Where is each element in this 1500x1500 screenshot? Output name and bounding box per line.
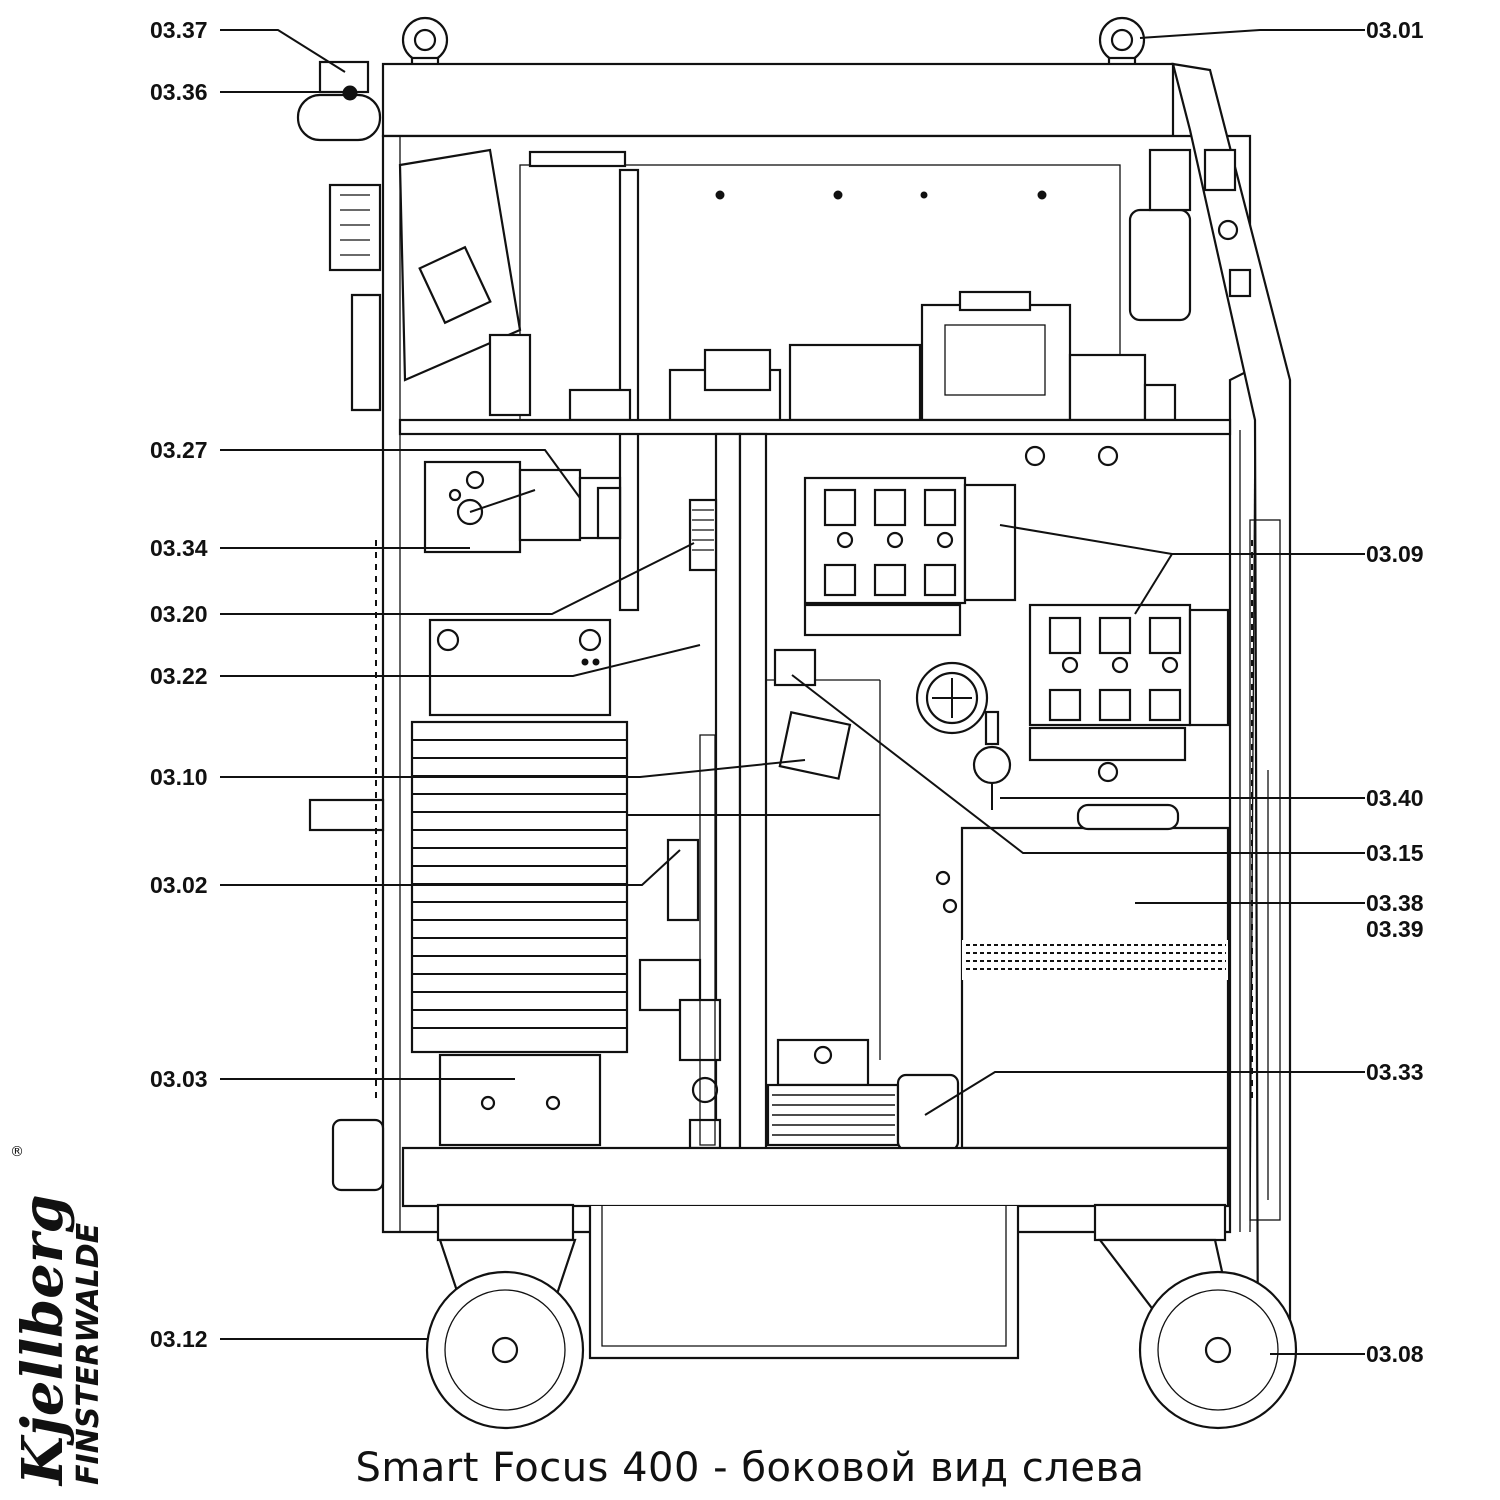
callouts-right: 03.01 03.09 03.40 03.15 03.38 03.39 03.3… bbox=[1366, 17, 1424, 1367]
kjellberg-logo: Kjellberg FINSTERWALDE ® bbox=[10, 1144, 106, 1487]
registered-mark: ® bbox=[10, 1144, 24, 1160]
middle-shelf bbox=[398, 418, 1232, 436]
callout-03-37: 03.37 bbox=[150, 17, 208, 43]
callouts-left: 03.37 03.36 03.27 03.34 03.20 03.22 03.1… bbox=[150, 17, 208, 1352]
leader-lines bbox=[220, 29, 1365, 1355]
transformer-base bbox=[438, 1053, 602, 1147]
logo-location: FINSTERWALDE bbox=[71, 1222, 106, 1485]
callout-03-38: 03.38 bbox=[1366, 890, 1424, 916]
callout-03-03: 03.03 bbox=[150, 1066, 208, 1092]
coolant-tank bbox=[960, 826, 1230, 1150]
transformer-top bbox=[920, 303, 1072, 422]
flow-switch bbox=[972, 745, 1012, 785]
wheel-front bbox=[1093, 1203, 1298, 1430]
callout-03-36: 03.36 bbox=[150, 79, 208, 105]
bottom-frame bbox=[401, 1146, 1230, 1208]
callout-03-33: 03.33 bbox=[1366, 1059, 1424, 1085]
callout-03-34: 03.34 bbox=[150, 535, 208, 561]
lifting-eye-left bbox=[401, 16, 449, 68]
machine-drawing bbox=[296, 16, 1298, 1430]
logo-brand: Kjellberg bbox=[10, 1194, 76, 1487]
callout-03-22: 03.22 bbox=[150, 663, 208, 689]
diagram-caption: Smart Focus 400 - боковой вид слева bbox=[355, 1445, 1145, 1491]
heat-sink bbox=[410, 720, 629, 1054]
wheel-rear bbox=[425, 1203, 585, 1430]
top-frame bbox=[381, 62, 1175, 138]
callout-03-39: 03.39 bbox=[1366, 916, 1424, 942]
callout-03-02: 03.02 bbox=[150, 872, 208, 898]
callout-03-15: 03.15 bbox=[1366, 840, 1424, 866]
back-vent-slots bbox=[375, 540, 1253, 1100]
callout-03-12: 03.12 bbox=[150, 1326, 208, 1352]
callout-03-10: 03.10 bbox=[150, 764, 208, 790]
callout-03-20: 03.20 bbox=[150, 601, 208, 627]
callout-03-27: 03.27 bbox=[150, 437, 208, 463]
lifting-eye-right bbox=[1098, 16, 1146, 68]
callout-03-09: 03.09 bbox=[1366, 541, 1424, 567]
callout-03-08: 03.08 bbox=[1366, 1341, 1424, 1367]
callout-03-40: 03.40 bbox=[1366, 785, 1424, 811]
fuse-holder bbox=[778, 711, 852, 780]
callout-03-01: 03.01 bbox=[1366, 17, 1424, 43]
